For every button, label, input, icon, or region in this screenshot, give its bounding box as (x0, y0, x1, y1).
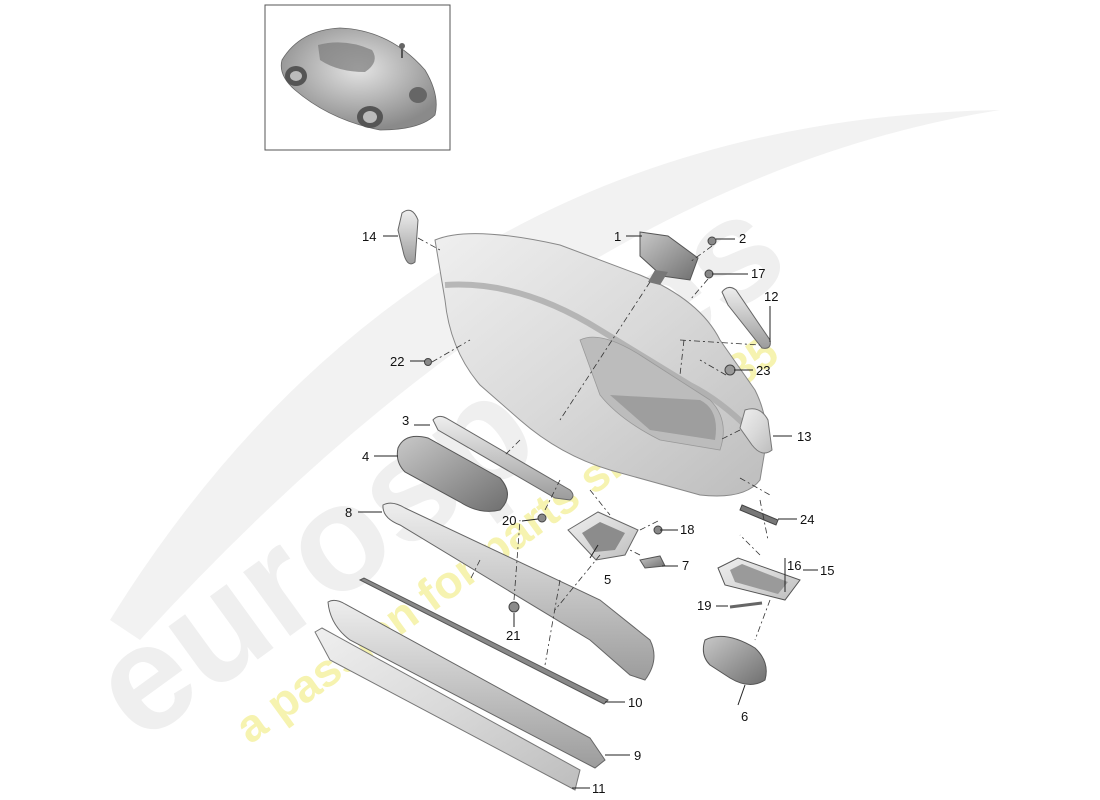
part-24-strip[interactable] (739, 504, 779, 526)
callout-1[interactable]: 1 (614, 229, 621, 244)
callout-9[interactable]: 9 (634, 748, 641, 763)
callout-23[interactable]: 23 (756, 363, 770, 378)
callout-20[interactable]: 20 (502, 513, 516, 528)
part-16-switch-cover (730, 564, 788, 594)
part-22-clip[interactable] (424, 358, 432, 366)
part-20-clip[interactable] (537, 513, 547, 523)
callout-7[interactable]: 7 (682, 558, 689, 573)
callout-2[interactable]: 2 (739, 231, 746, 246)
part-10-strip[interactable] (358, 577, 609, 705)
part-19-screw[interactable] (729, 601, 763, 609)
guide-lines (417, 237, 771, 666)
vehicle-thumbnail (264, 4, 451, 151)
callout-14[interactable]: 14 (362, 229, 376, 244)
part-23-screw[interactable] (724, 364, 736, 376)
part-6-handle[interactable] (702, 635, 767, 685)
callout-5[interactable]: 5 (604, 572, 611, 587)
callout-19[interactable]: 19 (697, 598, 711, 613)
leader-lines (358, 235, 818, 789)
parts (314, 209, 801, 791)
callout-8[interactable]: 8 (345, 505, 352, 520)
part-2-clip[interactable] (707, 236, 717, 246)
callout-17[interactable]: 17 (751, 266, 765, 281)
callout-labels: 1 2 3 4 5 6 7 8 9 10 11 12 13 14 15 16 1… (345, 229, 834, 796)
watermark-swoosh (110, 110, 1000, 640)
door-panel-pocket (610, 395, 716, 440)
callout-24[interactable]: 24 (800, 512, 814, 527)
watermark: eurospares a passion for parts since 198… (60, 110, 1000, 771)
callout-18[interactable]: 18 (680, 522, 694, 537)
part-5-bezel-opening (582, 522, 625, 552)
callout-21[interactable]: 21 (506, 628, 520, 643)
part-7-button[interactable] (639, 555, 666, 569)
callout-6[interactable]: 6 (741, 709, 748, 724)
callout-13[interactable]: 13 (797, 429, 811, 444)
callout-4[interactable]: 4 (362, 449, 369, 464)
car-icon (280, 27, 437, 131)
part-13-cover[interactable] (739, 408, 773, 454)
part-14-cover[interactable] (397, 209, 419, 265)
callout-11[interactable]: 11 (592, 781, 606, 796)
callout-12[interactable]: 12 (764, 289, 778, 304)
callout-10[interactable]: 10 (628, 695, 642, 710)
part-1-bracket[interactable] (639, 231, 699, 285)
callout-3[interactable]: 3 (402, 413, 409, 428)
part-21-clip[interactable] (508, 601, 520, 613)
part-4-armrest[interactable] (396, 435, 508, 512)
door-panel-upper-edge (444, 281, 753, 433)
part-17-clip[interactable] (704, 269, 714, 279)
part-8-sill-trim[interactable] (382, 502, 655, 681)
callout-15[interactable]: 15 (820, 563, 834, 578)
callout-22[interactable]: 22 (390, 354, 404, 369)
part-11-sill[interactable] (314, 627, 581, 791)
part-3-strip[interactable] (432, 415, 574, 501)
part-9-sill[interactable] (327, 599, 606, 769)
callout-16[interactable]: 16 (787, 558, 801, 573)
